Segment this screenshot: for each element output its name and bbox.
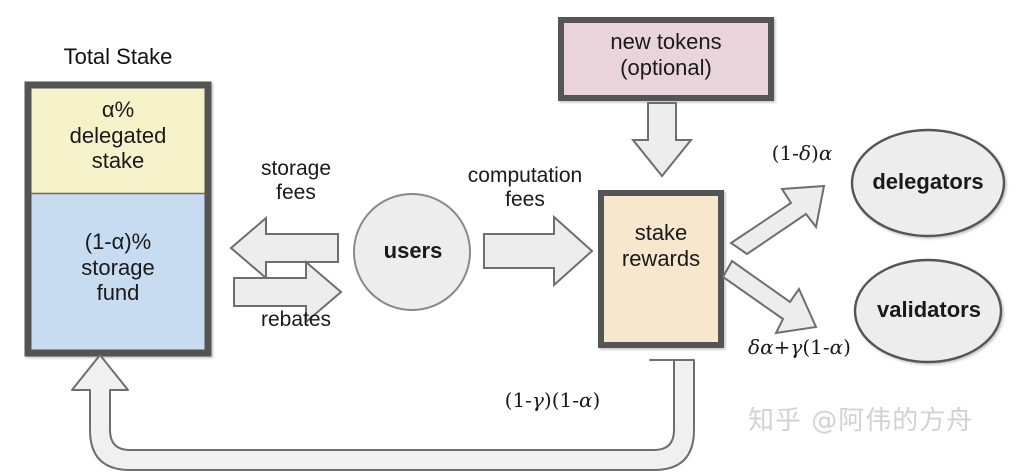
rebates-arrow [233,259,343,325]
users-node [353,193,471,311]
total-stake-box [24,81,212,357]
new-tokens-inflow-arrow [630,102,694,178]
validators-flow-arrow [721,259,818,335]
computation-fees-arrow [483,214,594,288]
storage-fund-segment [31,193,205,350]
storage-fees-arrow [229,215,339,281]
new-tokens-box [558,17,774,101]
validators-node [853,258,1003,364]
delegated-stake-segment [31,88,205,194]
delegators-flow-arrow [729,184,826,256]
delegators-node [850,128,1006,238]
stake-rewards-box [598,190,724,348]
restake-feedback-arrow [71,354,695,471]
